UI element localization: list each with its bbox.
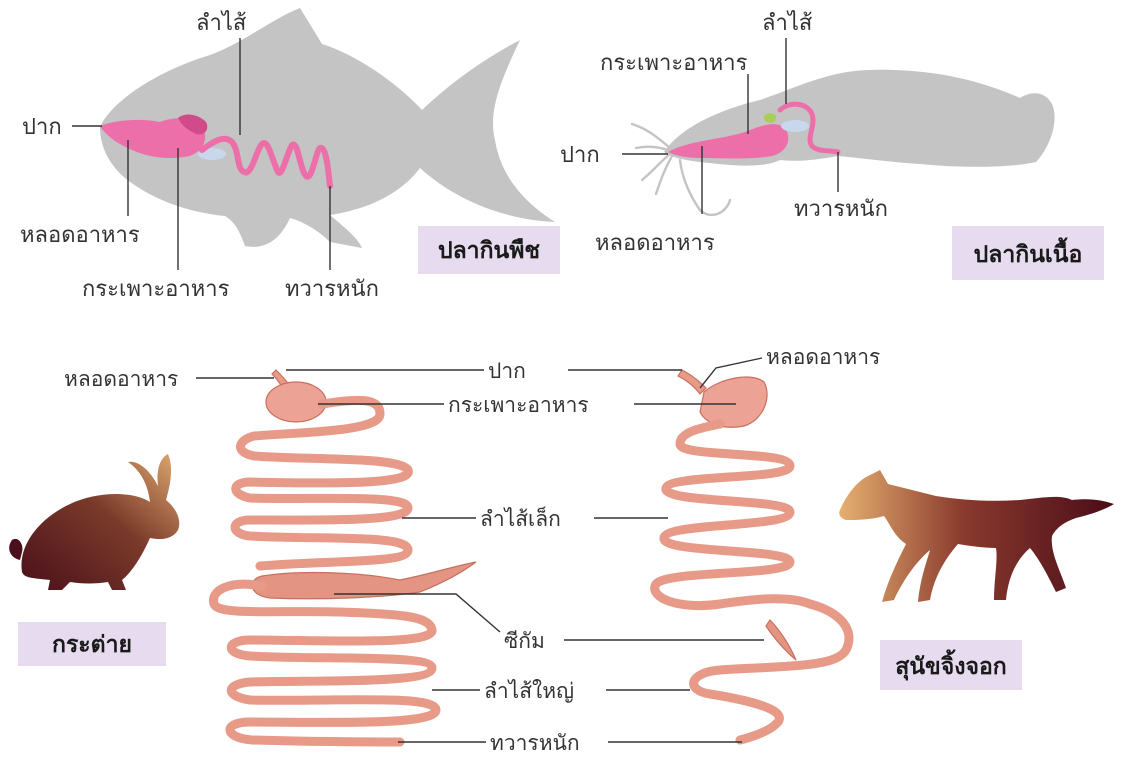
cecum-label: ซีกัม [504, 629, 545, 653]
jackal-silhouette [839, 470, 1114, 602]
herbivore-fish-tag: ปลากินพืช [438, 238, 540, 264]
rabbit-small-intestine [235, 400, 408, 566]
mammals-panel: กระต่าย สุนัขจิ้งจอก [9, 345, 1114, 755]
herbivore-mouth-label: ปาก [22, 115, 62, 140]
rabbit-large-intestine [213, 584, 436, 742]
jackal-esophagus [678, 370, 706, 394]
jackal-tag: สุนัขจิ้งจอก [895, 649, 1006, 681]
carnivore-esophagus-label: หลอดอาหาร [595, 231, 715, 256]
herbivore-stomach-label: กระเพาะอาหาร [82, 277, 230, 302]
carnivore-anus-label: ทวารหนัก [794, 197, 888, 222]
large-intestine-label: ลำไส้ใหญ่ [484, 679, 574, 703]
herbivore-anus-label: ทวารหนัก [285, 277, 379, 302]
rabbit-esophagus-label: หลอดอาหาร [64, 367, 178, 391]
rabbit-silhouette [21, 454, 179, 590]
herbivore-intestine-label: ลำไส้ [196, 10, 247, 36]
anus-label: ทวารหนัก [490, 731, 580, 755]
carnivore-fish-tag: ปลากินเนื้อ [974, 237, 1083, 268]
stomach-label: กระเพาะอาหาร [448, 393, 589, 417]
small-intestine-label: ลำไส้เล็ก [480, 505, 561, 531]
jackal-digestive-tract [655, 370, 849, 740]
carnivore-mouth-label: ปาก [560, 143, 600, 168]
herbivore-fish-panel: ปาก หลอดอาหาร กระเพาะอาหาร ลำไส้ ทวารหนั… [20, 8, 560, 302]
mouth-label: ปาก [488, 359, 526, 383]
jackal-esophagus-label: หลอดอาหาร [766, 345, 880, 369]
rabbit-tag: กระต่าย [52, 632, 132, 658]
carnivore-intestine-label: ลำไส้ [762, 10, 813, 36]
jackal-stomach [700, 377, 767, 427]
rabbit-stomach [266, 382, 326, 422]
carnivore-fish-panel: ปาก หลอดอาหาร กระเพาะอาหาร ลำไส้ ทวารหนั… [560, 10, 1104, 280]
jackal-cecum [766, 620, 796, 660]
herbivore-esophagus-label: หลอดอาหาร [20, 223, 140, 248]
rabbit-digestive-tract [213, 370, 476, 742]
carnivore-stomach-label: กระเพาะอาหาร [600, 51, 748, 76]
jackal-small-intestine [655, 424, 810, 606]
